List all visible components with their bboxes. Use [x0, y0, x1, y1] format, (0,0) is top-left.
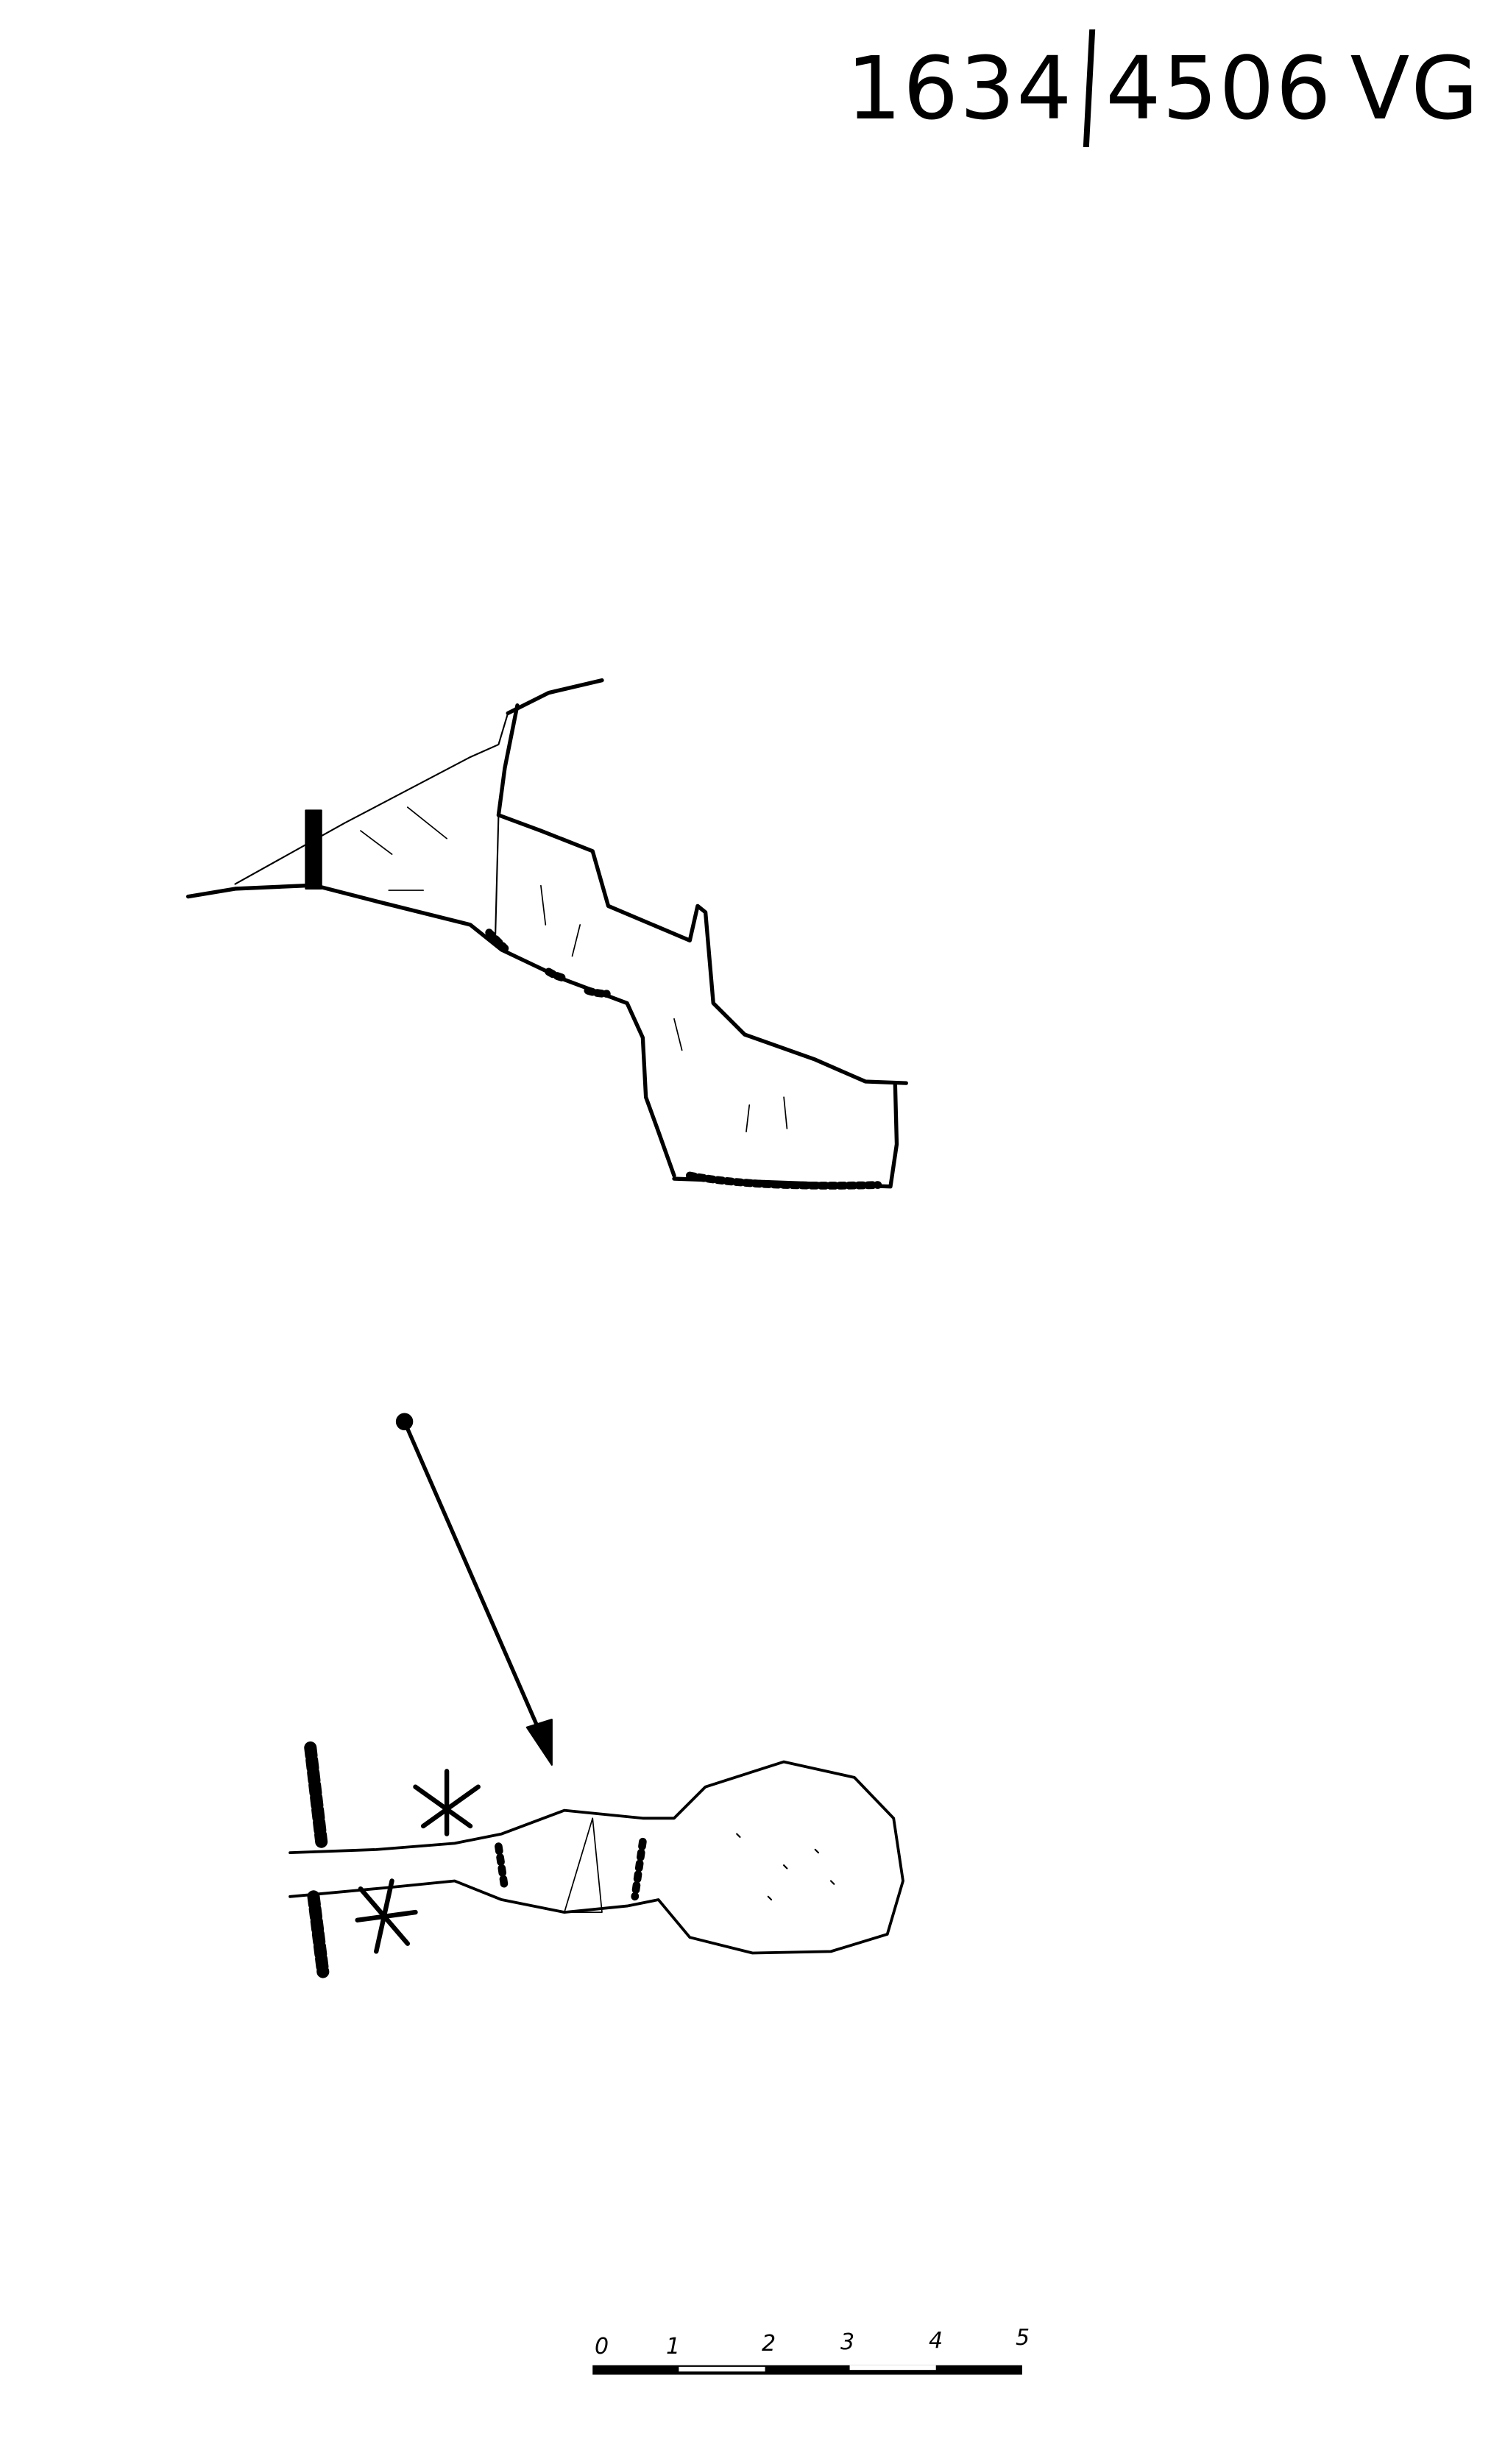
scale-label-5: 5: [1016, 2325, 1030, 2351]
wall-block: [305, 809, 322, 890]
profile-section: [185, 678, 908, 1190]
scale-label-3: 3: [840, 2329, 855, 2355]
scale-label-1: 1: [666, 2334, 681, 2360]
cave-number: 1634: [846, 38, 1074, 139]
plan-view: [288, 1741, 904, 1978]
scale-bar: [592, 2365, 1022, 2375]
register-suffix: VG: [1350, 38, 1480, 139]
north-arrow: [395, 1413, 553, 1766]
sheet-reference-number: 1634 4506 VG: [846, 29, 1480, 147]
register-number: 4506: [1105, 38, 1333, 139]
scale-label-4: 4: [929, 2328, 943, 2354]
scale-label-0: 0: [595, 2334, 609, 2360]
scale-label-2: 2: [762, 2331, 776, 2357]
